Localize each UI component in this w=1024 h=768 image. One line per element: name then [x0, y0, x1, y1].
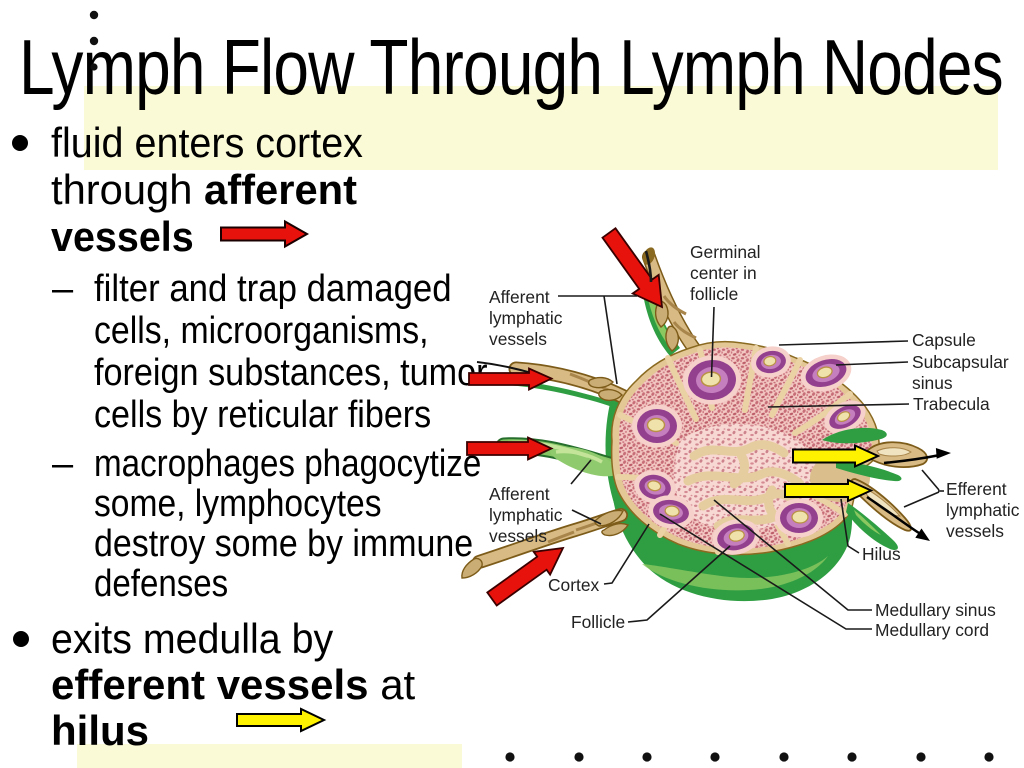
svg-text:Germinal: Germinal — [690, 242, 761, 262]
svg-text:Afferent: Afferent — [489, 287, 550, 307]
svg-text:lymphatic: lymphatic — [946, 500, 1020, 520]
svg-text:Medullary sinus: Medullary sinus — [875, 600, 996, 620]
svg-text:sinus: sinus — [912, 373, 953, 393]
svg-text:vessels: vessels — [946, 521, 1004, 541]
svg-text:follicle: follicle — [690, 284, 738, 304]
svg-text:Cortex: Cortex — [548, 575, 600, 595]
svg-text:center in: center in — [690, 263, 757, 283]
svg-text:lymphatic: lymphatic — [489, 505, 563, 525]
svg-text:Trabecula: Trabecula — [913, 394, 990, 414]
svg-text:lymphatic: lymphatic — [489, 308, 563, 328]
svg-text:Medullary cord: Medullary cord — [875, 620, 989, 640]
svg-text:Efferent: Efferent — [946, 479, 1007, 499]
svg-text:vessels: vessels — [489, 329, 547, 349]
svg-text:Capsule: Capsule — [912, 330, 976, 350]
svg-text:Subcapsular: Subcapsular — [912, 352, 1009, 372]
svg-text:Afferent: Afferent — [489, 484, 550, 504]
svg-text:Follicle: Follicle — [571, 612, 625, 632]
svg-text:Hilus: Hilus — [862, 544, 901, 564]
svg-text:vessels: vessels — [489, 526, 547, 546]
